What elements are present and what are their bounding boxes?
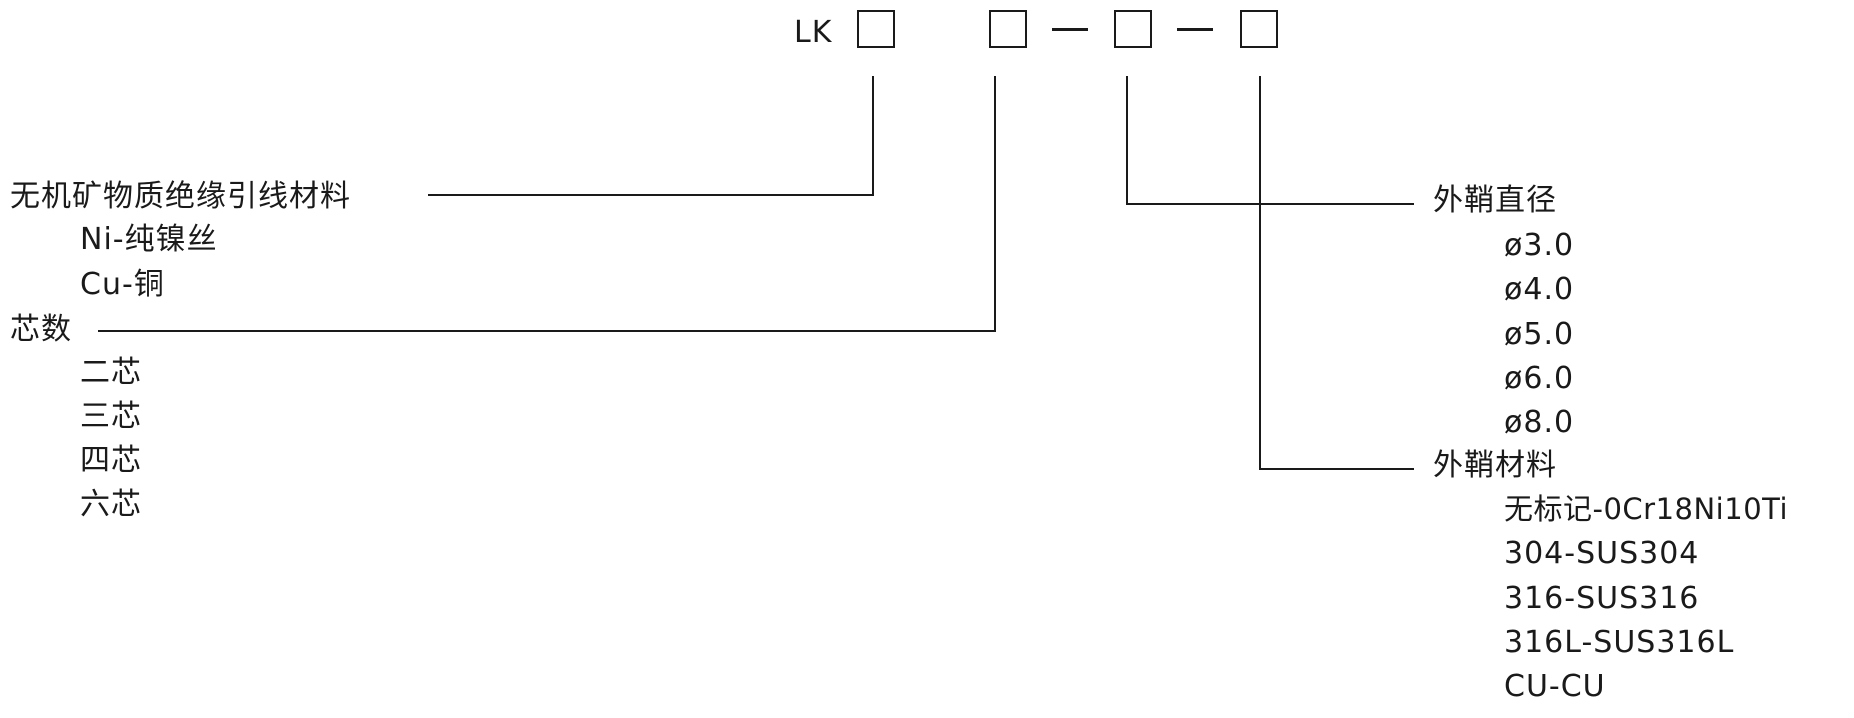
connector-lead-material: [428, 76, 874, 196]
core-count-option: 三芯: [80, 399, 142, 434]
code-box-sheath-diameter: [1114, 10, 1152, 48]
lead-material-option: Ni-纯镍丝: [80, 222, 218, 257]
sheath-diameter-option: ø5.0: [1504, 317, 1575, 352]
sheath-material-option: CU-CU: [1504, 669, 1606, 704]
sheath-diameter-option: ø8.0: [1504, 405, 1575, 440]
core-count-option: 六芯: [80, 487, 142, 522]
core-count-option: 四芯: [80, 443, 142, 478]
code-box-sheath-material: [1240, 10, 1278, 48]
sheath-material-option: 304-SUS304: [1504, 536, 1700, 571]
code-separator-1: [1052, 28, 1088, 31]
sheath-material-option: 316-SUS316: [1504, 581, 1700, 616]
sheath-material-option: 无标记-0Cr18Ni10Ti: [1504, 492, 1789, 526]
core-count-option: 二芯: [80, 355, 142, 390]
sheath-material-option: 316L-SUS316L: [1504, 625, 1735, 660]
connector-core-count: [98, 76, 996, 332]
sheath-material-title: 外鞘材料: [1433, 448, 1557, 483]
connector-sheath-material: [1259, 76, 1414, 470]
connector-sheath-diameter: [1126, 76, 1414, 205]
code-box-core-count: [989, 10, 1027, 48]
sheath-diameter-title: 外鞘直径: [1433, 183, 1557, 218]
model-code-prefix: LK: [794, 15, 833, 50]
sheath-diameter-option: ø6.0: [1504, 361, 1575, 396]
sheath-diameter-option: ø3.0: [1504, 228, 1575, 263]
lead-material-title: 无机矿物质绝缘引线材料: [10, 179, 351, 214]
code-box-lead-material: [857, 10, 895, 48]
core-count-title: 芯数: [10, 312, 72, 347]
code-separator-2: [1177, 28, 1213, 31]
sheath-diameter-option: ø4.0: [1504, 272, 1575, 307]
lead-material-option: Cu-铜: [80, 267, 165, 302]
